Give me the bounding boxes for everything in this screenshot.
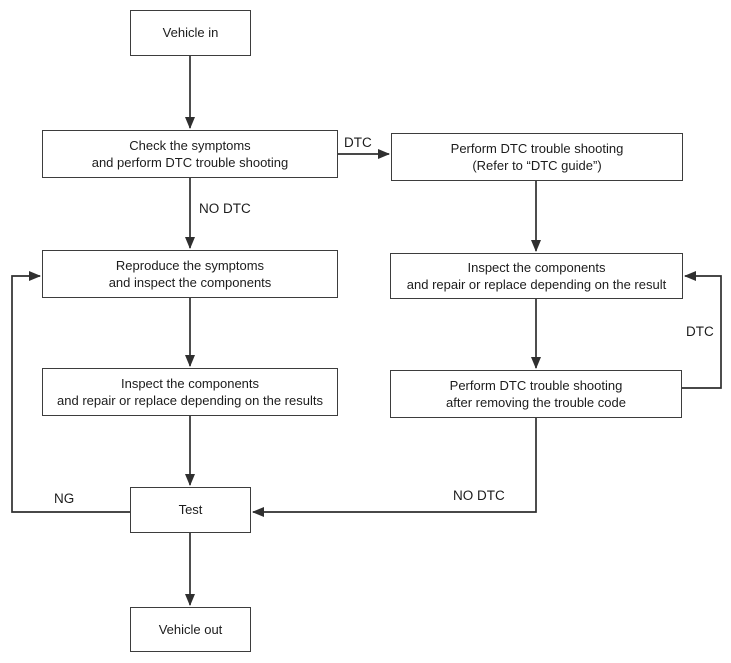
edge-test-ng-loop	[11, 271, 130, 513]
node-reproduce-symptoms: Reproduce the symptoms and inspect the c…	[42, 250, 338, 298]
edge-label-no-dtc-left: NO DTC	[199, 201, 251, 216]
edge-label-dtc-top: DTC	[344, 135, 372, 150]
node-vehicle-in: Vehicle in	[130, 10, 251, 56]
node-inspect-components-right: Inspect the components and repair or rep…	[390, 253, 683, 299]
edge-label-dtc-loop: DTC	[686, 324, 714, 339]
edge-performafter-dtc-loop	[682, 271, 722, 389]
edge-performafter-to-test	[252, 418, 537, 517]
node-perform-after-removing: Perform DTC trouble shooting after remov…	[390, 370, 682, 418]
edge-label-ng: NG	[54, 491, 75, 506]
node-vehicle-out: Vehicle out	[130, 607, 251, 652]
node-check-symptoms: Check the symptoms and perform DTC troub…	[42, 130, 338, 178]
edge-label-no-dtc-bottom: NO DTC	[453, 488, 505, 503]
node-perform-dtc-guide: Perform DTC trouble shooting (Refer to “…	[391, 133, 683, 181]
node-test: Test	[130, 487, 251, 533]
node-inspect-components-left: Inspect the components and repair or rep…	[42, 368, 338, 416]
